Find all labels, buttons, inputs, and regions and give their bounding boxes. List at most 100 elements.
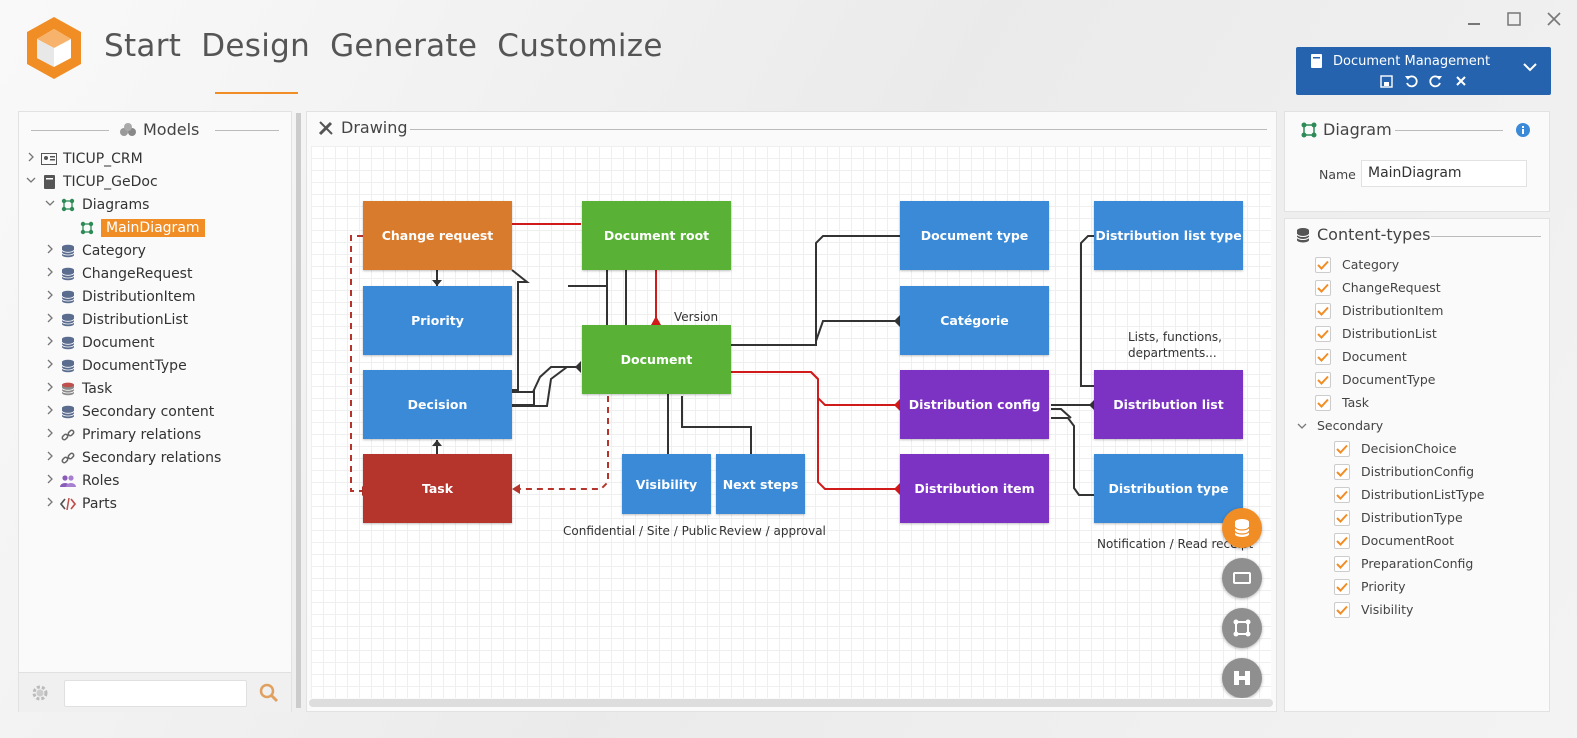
chevron-down-icon[interactable] [44,198,56,211]
checkbox-checked-icon[interactable] [1334,486,1350,503]
content-type-item[interactable]: DocumentRoot [1334,529,1485,552]
checkbox-checked-icon[interactable] [1315,279,1331,296]
node-document-type[interactable]: Document type [900,201,1049,270]
chevron-right-icon[interactable] [44,474,56,487]
content-type-item[interactable]: DistributionList [1315,322,1485,345]
content-type-item[interactable]: PreparationConfig [1334,552,1485,575]
content-type-item[interactable]: DistributionItem [1315,299,1485,322]
settings-gear-icon[interactable] [31,684,49,702]
nav-customize[interactable]: Customize [497,28,663,64]
checkbox-checked-icon[interactable] [1334,440,1350,457]
content-type-item[interactable]: Category [1315,253,1485,276]
tree-item[interactable]: Parts [25,492,221,515]
diagram-name-input[interactable]: MainDiagram [1361,160,1527,187]
tree-item[interactable]: Document [25,331,221,354]
checkbox-checked-icon[interactable] [1315,348,1331,365]
document-selector[interactable]: Document Management [1296,47,1551,95]
chevron-right-icon[interactable] [44,451,56,464]
chevron-down-icon[interactable] [1297,421,1309,431]
checkbox-checked-icon[interactable] [1334,578,1350,595]
checkbox-checked-icon[interactable] [1315,394,1331,411]
node-visibility[interactable]: Visibility [622,454,711,514]
canvas-horizontal-scrollbar[interactable] [309,699,1273,707]
tree-item[interactable]: ChangeRequest [25,262,221,285]
chevron-right-icon[interactable] [44,336,56,349]
chevron-right-icon[interactable] [44,244,56,257]
node-document-root[interactable]: Document root [582,201,731,270]
content-type-item[interactable]: Document [1315,345,1485,368]
tree-item[interactable]: DocumentType [25,354,221,377]
chevron-right-icon[interactable] [44,382,56,395]
node-distribution-config[interactable]: Distribution config [900,370,1049,439]
chevron-right-icon[interactable] [44,428,56,441]
content-type-item[interactable]: DocumentType [1315,368,1485,391]
panel-splitter[interactable] [296,113,301,708]
chevron-right-icon[interactable] [44,405,56,418]
chevron-right-icon[interactable] [44,313,56,326]
info-icon[interactable] [1515,122,1531,138]
fab-rectangle-button[interactable] [1222,558,1262,598]
node-distribution-type[interactable]: Distribution type [1094,454,1243,523]
content-type-item[interactable]: DistributionConfig [1334,460,1485,483]
chevron-right-icon[interactable] [44,359,56,372]
checkbox-checked-icon[interactable] [1334,463,1350,480]
node-categorie[interactable]: Catégorie [900,286,1049,355]
content-type-item[interactable]: DecisionChoice [1334,437,1485,460]
content-type-item[interactable]: Priority [1334,575,1485,598]
content-type-item[interactable]: DistributionType [1334,506,1485,529]
node-document[interactable]: Document [582,325,731,394]
search-icon[interactable] [259,683,279,703]
node-change-request[interactable]: Change request [363,201,512,270]
maximize-icon[interactable] [1503,8,1525,30]
checkbox-checked-icon[interactable] [1334,532,1350,549]
chevron-right-icon[interactable] [44,267,56,280]
tree-item[interactable]: DistributionItem [25,285,221,308]
node-next-steps[interactable]: Next steps [716,454,805,514]
chevron-down-icon[interactable] [25,175,37,188]
checkbox-checked-icon[interactable] [1315,256,1331,273]
content-type-item[interactable]: ChangeRequest [1315,276,1485,299]
tree-item[interactable]: Secondary content [25,400,221,423]
tree-item[interactable]: Primary relations [25,423,221,446]
diagram-canvas[interactable]: Change request Document root Priority Do… [311,146,1271,698]
tree-item[interactable]: Diagrams [25,193,221,216]
tree-item[interactable]: Category [25,239,221,262]
tree-item[interactable]: Task [25,377,221,400]
content-type-item[interactable]: DistributionListType [1334,483,1485,506]
content-type-item[interactable]: Task [1315,391,1485,414]
checkbox-checked-icon[interactable] [1334,509,1350,526]
tree-item[interactable]: TICUP_GeDoc [25,170,221,193]
close-document-icon[interactable] [1453,73,1469,89]
redo-icon[interactable] [1428,73,1444,89]
nav-generate[interactable]: Generate [330,28,478,64]
node-distribution-list-type[interactable]: Distribution list type [1094,201,1243,270]
tree-item[interactable]: TICUP_CRM [25,147,221,170]
models-search-input[interactable] [64,680,247,707]
chevron-down-icon[interactable] [1523,62,1537,72]
node-priority[interactable]: Priority [363,286,512,355]
chevron-right-icon[interactable] [44,497,56,510]
chevron-right-icon[interactable] [25,152,37,165]
chevron-right-icon[interactable] [44,290,56,303]
tree-item[interactable]: Secondary relations [25,446,221,469]
close-window-icon[interactable] [1543,8,1565,30]
checkbox-checked-icon[interactable] [1334,601,1350,618]
nav-design[interactable]: Design [201,28,311,94]
node-task[interactable]: Task [363,454,512,523]
checkbox-checked-icon[interactable] [1315,325,1331,342]
nav-start[interactable]: Start [104,28,182,64]
fab-layout-button[interactable] [1222,658,1262,698]
tree-item[interactable]: Roles [25,469,221,492]
save-icon[interactable] [1378,73,1394,89]
tree-item[interactable]: MainDiagram [25,216,221,239]
tree-item[interactable]: DistributionList [25,308,221,331]
node-decision[interactable]: Decision [363,370,512,439]
content-type-item[interactable]: Visibility [1334,598,1485,621]
undo-icon[interactable] [1403,73,1419,89]
secondary-group[interactable]: Secondary [1297,414,1485,437]
fab-database-button[interactable] [1222,508,1262,548]
minimize-icon[interactable] [1463,8,1485,30]
node-distribution-list[interactable]: Distribution list [1094,370,1243,439]
checkbox-checked-icon[interactable] [1315,371,1331,388]
node-distribution-item[interactable]: Distribution item [900,454,1049,523]
